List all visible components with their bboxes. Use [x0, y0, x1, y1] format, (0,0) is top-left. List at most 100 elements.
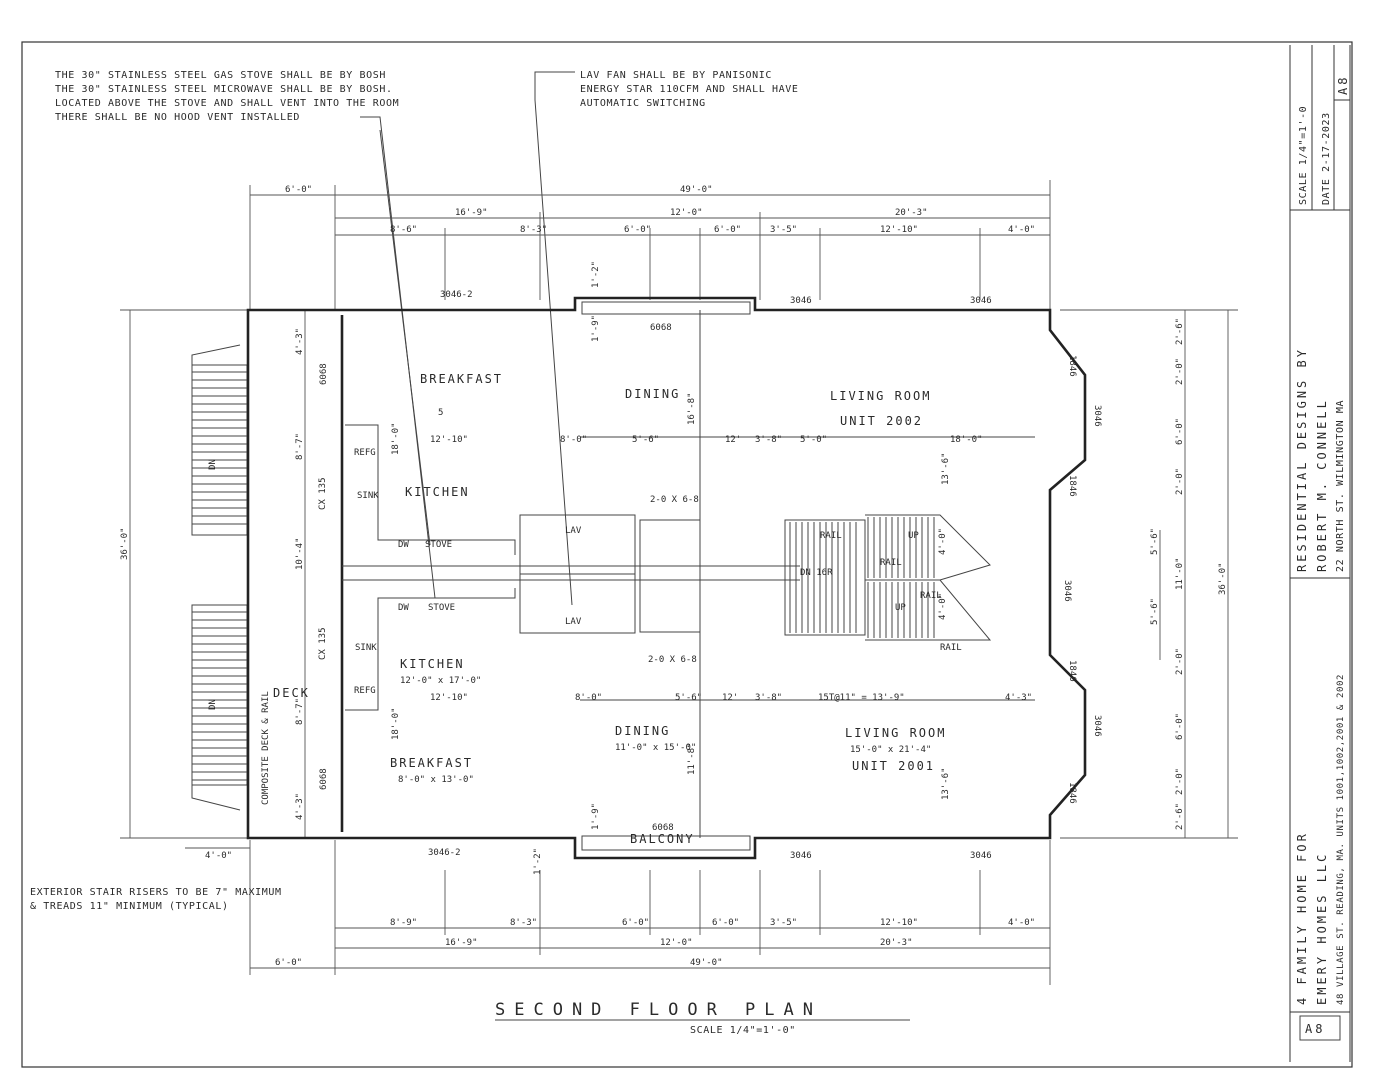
svg-text:ENERGY STAR 110CFM AND SHALL H: ENERGY STAR 110CFM AND SHALL HAVE — [580, 84, 798, 95]
room-kitchen-bottom: KITCHEN — [400, 657, 465, 671]
tb-designer-3: 22 NORTH ST. WILMINGTON MA — [1335, 400, 1346, 572]
svg-text:3'-8": 3'-8" — [755, 435, 782, 445]
svg-text:CX 135: CX 135 — [318, 627, 328, 660]
fan-note: LAV FAN SHALL BE BY PANISONIC ENERGY STA… — [534, 70, 798, 606]
svg-text:4'-0": 4'-0" — [1008, 225, 1035, 235]
svg-text:RAIL: RAIL — [940, 643, 962, 653]
svg-text:1846: 1846 — [1067, 475, 1077, 497]
svg-text:3046: 3046 — [970, 296, 992, 306]
svg-text:6068: 6068 — [319, 363, 329, 385]
svg-text:5'-6": 5'-6" — [1150, 598, 1160, 625]
svg-text:AUTOMATIC SWITCHING: AUTOMATIC SWITCHING — [580, 98, 706, 109]
svg-text:8'-7": 8'-7" — [295, 433, 305, 460]
svg-text:1'-2": 1'-2" — [591, 261, 601, 288]
svg-text:3046: 3046 — [1092, 405, 1102, 427]
svg-text:2'-6": 2'-6" — [1175, 803, 1185, 830]
svg-text:8'-7": 8'-7" — [295, 698, 305, 725]
room-dining-bottom: DINING — [615, 724, 670, 738]
svg-text:5'-6": 5'-6" — [675, 693, 702, 703]
svg-text:1846: 1846 — [1067, 355, 1077, 377]
svg-text:LAV FAN SHALL BE BY PANISONIC: LAV FAN SHALL BE BY PANISONIC — [580, 70, 772, 81]
svg-text:36'-0": 36'-0" — [1218, 562, 1228, 595]
window-labels: 3046-2 6068 3046 3046 3046-2 6068 3046 3… — [319, 290, 1102, 861]
svg-text:8'-3": 8'-3" — [520, 225, 547, 235]
svg-text:5'-0": 5'-0" — [800, 435, 827, 445]
svg-text:6068: 6068 — [319, 768, 329, 790]
svg-text:11'-0": 11'-0" — [1175, 557, 1185, 590]
svg-text:REFG: REFG — [354, 686, 376, 696]
top-dimensions: 6'-0" 49'-0" 16'-9" 12'-0" 20'-3" 8'-6" … — [249, 180, 1051, 310]
tb-scale: SCALE 1/4"=1'-0 — [1298, 106, 1309, 205]
svg-text:13'-6": 13'-6" — [941, 452, 951, 485]
svg-text:6'-0": 6'-0" — [714, 225, 741, 235]
svg-text:2'-6": 2'-6" — [1175, 318, 1185, 345]
svg-text:REFG: REFG — [354, 448, 376, 458]
svg-text:6'-0": 6'-0" — [275, 958, 302, 968]
svg-text:13'-6": 13'-6" — [941, 767, 951, 800]
svg-text:12'-0" x 17'-0": 12'-0" x 17'-0" — [400, 676, 481, 686]
svg-text:3046: 3046 — [790, 851, 812, 861]
svg-text:4'-0": 4'-0" — [938, 593, 948, 620]
svg-text:20'-3": 20'-3" — [880, 938, 913, 948]
svg-text:18'-0": 18'-0" — [391, 422, 401, 455]
tb-date: DATE 2-17-2023 — [1321, 112, 1332, 205]
svg-text:15T@11" = 13'-9": 15T@11" = 13'-9" — [818, 693, 905, 703]
stove-note: THE 30" STAINLESS STEEL GAS STOVE SHALL … — [55, 70, 436, 599]
stair-treads — [192, 371, 935, 781]
room-unit-bottom: UNIT 2001 — [852, 759, 935, 773]
tb-project-2: EMERY HOMES LLC — [1315, 852, 1329, 1005]
tb-sheet-bottom: A8 — [1305, 1022, 1325, 1036]
svg-text:36'-0": 36'-0" — [120, 527, 130, 560]
plan-title: SECOND FLOOR PLAN — [495, 1000, 822, 1020]
room-breakfast-top: BREAKFAST — [420, 372, 503, 386]
svg-text:DN 16R: DN 16R — [800, 568, 833, 578]
svg-text:RAIL: RAIL — [880, 558, 902, 568]
svg-text:5: 5 — [438, 408, 443, 418]
room-living-bottom: LIVING ROOM — [845, 726, 946, 740]
svg-text:6'-0": 6'-0" — [624, 225, 651, 235]
svg-text:12'-10": 12'-10" — [880, 918, 918, 928]
tb-designer-1: RESIDENTIAL DESIGNS BY — [1295, 347, 1309, 572]
svg-text:12'-10": 12'-10" — [430, 693, 468, 703]
svg-text:4'-0": 4'-0" — [938, 528, 948, 555]
svg-text:LAV: LAV — [565, 617, 582, 627]
svg-text:4'-3": 4'-3" — [295, 328, 305, 355]
room-breakfast-bottom: BREAKFAST — [390, 756, 473, 770]
svg-text:4'-3": 4'-3" — [1005, 693, 1032, 703]
room-living-top: LIVING ROOM — [830, 389, 931, 403]
svg-text:12'-0": 12'-0" — [670, 208, 703, 218]
svg-text:8'-0": 8'-0" — [575, 693, 602, 703]
tb-sheet-top: A8 — [1336, 75, 1350, 95]
tb-project-3: 48 VILLAGE ST. READING, MA. UNITS 1001,1… — [1336, 674, 1346, 1005]
svg-text:SINK: SINK — [355, 643, 377, 653]
room-labels: BREAKFAST DINING LIVING ROOM UNIT 2002 K… — [208, 372, 962, 846]
svg-text:18'-0": 18'-0" — [391, 707, 401, 740]
svg-text:49'-0": 49'-0" — [680, 185, 713, 195]
svg-text:1'-2": 1'-2" — [533, 848, 543, 875]
svg-text:16'-8": 16'-8" — [687, 392, 697, 425]
svg-text:2-0 X 6-8: 2-0 X 6-8 — [648, 655, 697, 665]
interior-dimensions: 12'-10" 8'-0" 5'-6" 12' 3'-8" 5'-0" 18'-… — [391, 261, 1032, 875]
svg-text:8'-9": 8'-9" — [390, 918, 417, 928]
bottom-dimensions: 4'-0" 8'-9" 8'-3" 6'-0" 6'-0" 3'-5" 12'-… — [185, 840, 1051, 985]
svg-text:6'-0": 6'-0" — [712, 918, 739, 928]
svg-text:UP: UP — [895, 603, 906, 613]
svg-text:12'-10": 12'-10" — [430, 435, 468, 445]
room-deck: DECK — [273, 686, 310, 700]
svg-text:6068: 6068 — [650, 323, 672, 333]
svg-text:2'-0": 2'-0" — [1175, 468, 1185, 495]
svg-text:3'-5": 3'-5" — [770, 225, 797, 235]
svg-text:49'-0": 49'-0" — [690, 958, 723, 968]
svg-text:8'-0" x 13'-0": 8'-0" x 13'-0" — [398, 775, 474, 785]
plan-scale: SCALE 1/4"=1'-0" — [690, 1025, 796, 1036]
svg-text:DN: DN — [208, 459, 218, 470]
tb-designer-2: ROBERT M. CONNELL — [1315, 398, 1329, 572]
svg-text:8'-3": 8'-3" — [510, 918, 537, 928]
svg-text:DN: DN — [208, 699, 218, 710]
svg-text:3'-5": 3'-5" — [770, 918, 797, 928]
svg-text:EXTERIOR STAIR RISERS TO BE 7": EXTERIOR STAIR RISERS TO BE 7" MAXIMUM — [30, 887, 282, 898]
svg-text:15'-0" x 21'-4": 15'-0" x 21'-4" — [850, 745, 931, 755]
room-kitchen-top: KITCHEN — [405, 485, 470, 499]
room-unit-top: UNIT 2002 — [840, 414, 923, 428]
